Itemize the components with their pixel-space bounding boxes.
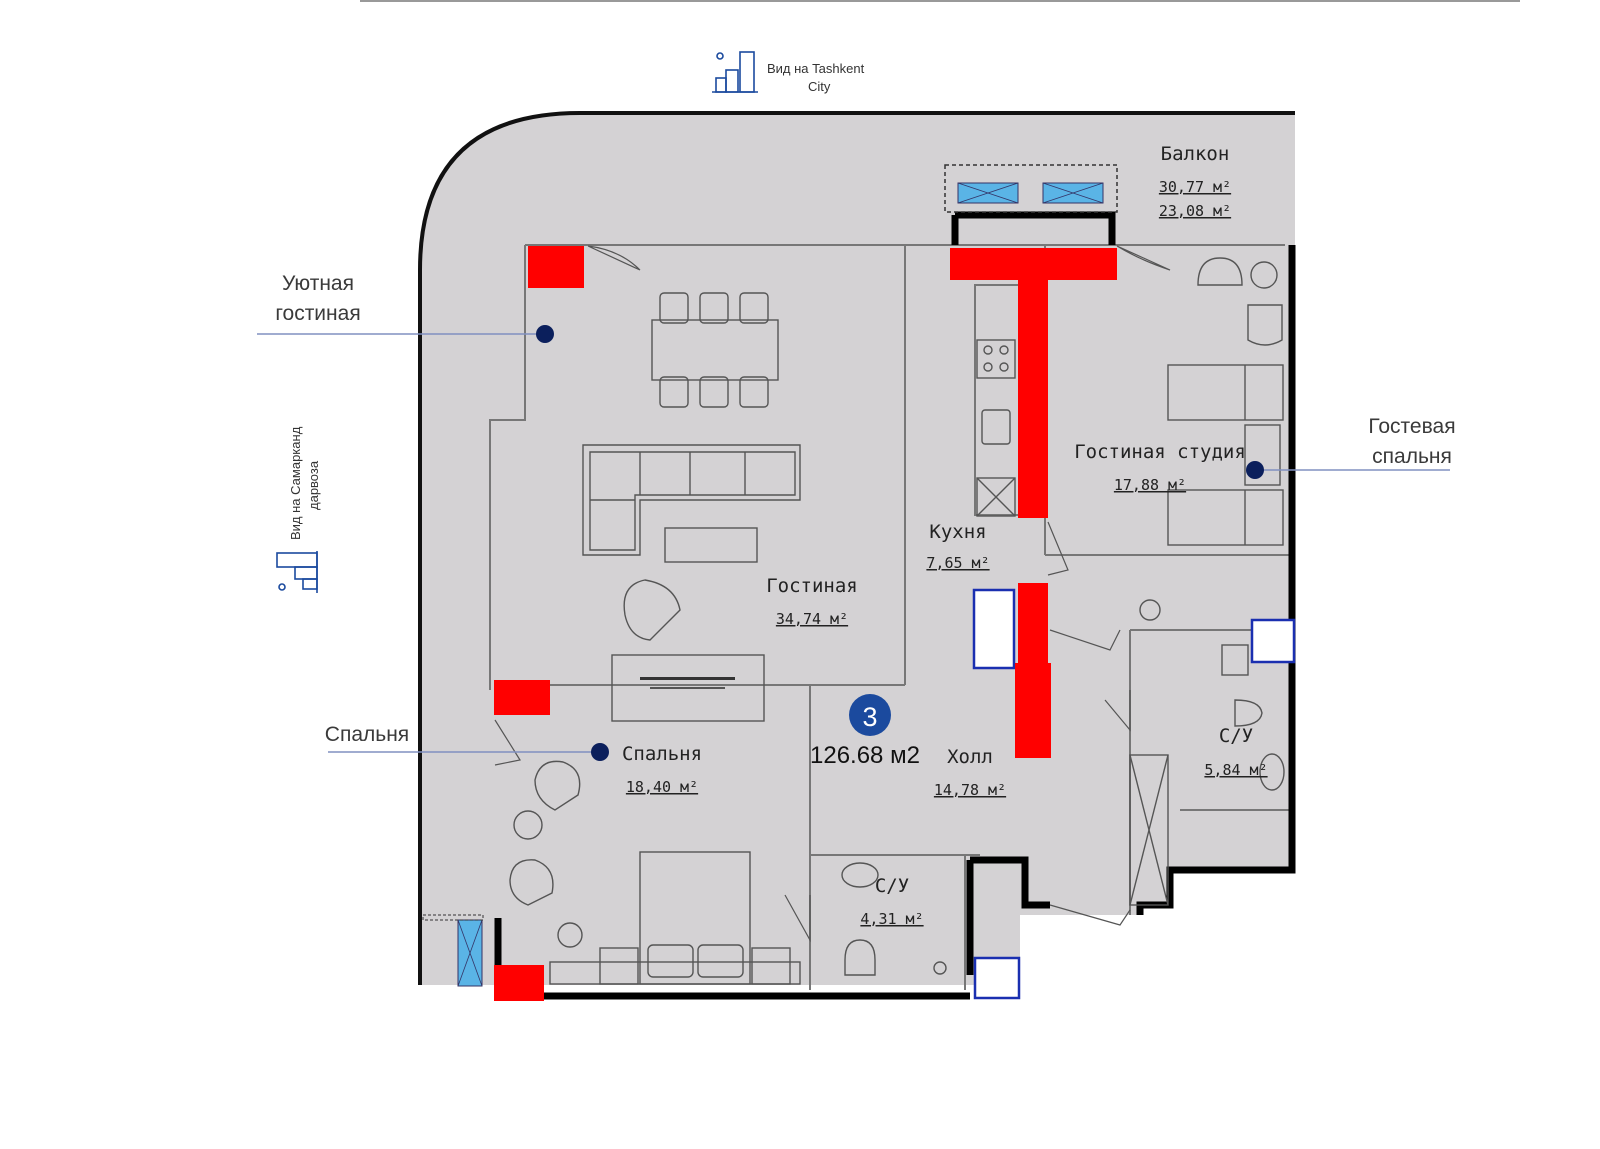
room-hall-name: Холл xyxy=(947,746,993,768)
door xyxy=(784,894,811,943)
side-table xyxy=(513,810,543,840)
doors xyxy=(494,245,1171,943)
room-studio-area: 17,88 м² xyxy=(1114,476,1186,494)
bath1-fixtures xyxy=(841,862,947,976)
stove xyxy=(976,339,1016,379)
armchair xyxy=(1197,257,1243,286)
bathtub xyxy=(1259,753,1285,791)
callout-bedroom: Спальня xyxy=(325,723,409,746)
top-view-line2: City xyxy=(808,79,831,94)
room-balcony-name: Балкон xyxy=(1161,143,1230,165)
guest-bed xyxy=(1167,364,1284,421)
callout-guest-bedroom-line1: Гостевая xyxy=(1368,415,1455,438)
marker-dot xyxy=(536,325,554,343)
room-bedroom-name: Спальня xyxy=(622,743,702,765)
exterior-walls xyxy=(494,211,1296,1000)
nightstand xyxy=(1244,424,1281,486)
room-hall-area: 14,78 м² xyxy=(934,781,1006,799)
door xyxy=(1049,904,1131,926)
total-area: 126.68 м2 xyxy=(810,742,920,769)
room-bath1-name: С/У xyxy=(875,875,909,897)
toilet xyxy=(844,939,876,976)
windows xyxy=(422,182,1104,987)
apartment-badge xyxy=(849,694,891,736)
sink xyxy=(981,409,1011,445)
side-table xyxy=(1250,261,1278,289)
fridge xyxy=(976,477,1016,517)
room-living-name: Гостиная xyxy=(766,575,858,597)
toilet xyxy=(1234,699,1263,727)
marker-dot xyxy=(591,743,609,761)
room-kitchen-area: 7,65 м² xyxy=(926,554,989,572)
room-balcony-area1: 30,77 м² xyxy=(1159,178,1231,196)
left-view-icon xyxy=(276,551,318,593)
room-studio-name: Гостиная студия xyxy=(1074,441,1246,463)
column xyxy=(950,248,1117,280)
left-view-line2: дарвоза xyxy=(306,460,321,510)
column xyxy=(1015,663,1051,758)
room-bath2-name: С/У xyxy=(1219,725,1253,747)
door xyxy=(1047,521,1069,576)
studio-furniture xyxy=(1167,257,1284,546)
floor-slab xyxy=(420,113,1295,985)
wardrobe xyxy=(1129,754,1169,906)
bath2-fixtures xyxy=(1129,599,1285,906)
room-balcony-area2: 23,08 м² xyxy=(1159,202,1231,220)
room-bath2-area: 5,84 м² xyxy=(1204,761,1267,779)
room-kitchen-name: Кухня xyxy=(929,521,986,543)
corner-sofa xyxy=(582,444,801,556)
armchair xyxy=(1247,304,1283,346)
armchair xyxy=(509,859,554,906)
top-view-line1: Вид на Tashkent xyxy=(767,61,865,76)
washbasin xyxy=(841,862,879,888)
washbasin xyxy=(1221,644,1249,676)
left-view-label: Вид на Самарканд дарвоза xyxy=(288,426,321,540)
marker-dot xyxy=(1246,461,1264,479)
dining-table xyxy=(651,319,779,381)
shaft xyxy=(973,956,1021,1000)
door xyxy=(494,719,521,766)
column xyxy=(1018,280,1048,518)
column xyxy=(1018,583,1048,663)
outer-edge xyxy=(418,111,1295,985)
fan-icon xyxy=(1139,599,1161,621)
door xyxy=(1049,629,1121,651)
coffee-table xyxy=(664,527,758,563)
bedroom-furniture xyxy=(509,760,801,985)
dining-set xyxy=(651,292,779,408)
room-bath1-area: 4,31 м² xyxy=(860,910,923,928)
armchair xyxy=(534,760,581,811)
armchair xyxy=(623,579,681,641)
column xyxy=(494,680,550,715)
balcony-railing xyxy=(944,164,1118,213)
room-living-area: 34,74 м² xyxy=(776,610,848,628)
tv xyxy=(640,677,735,680)
columns xyxy=(494,246,1117,1001)
door xyxy=(1104,690,1131,732)
kitchen-counter xyxy=(976,339,1016,517)
callout-cozy-living-line2: гостиная xyxy=(275,302,360,325)
callout-guest-bedroom-line2: спальня xyxy=(1372,445,1452,468)
markers xyxy=(536,325,1264,761)
column xyxy=(494,965,544,1001)
shaft xyxy=(1250,618,1296,664)
column xyxy=(528,246,584,288)
lamp xyxy=(557,922,583,948)
top-view-icon xyxy=(712,51,758,93)
apartment-number: 3 xyxy=(862,702,877,732)
shaft xyxy=(972,588,1016,670)
left-view-line1: Вид на Самарканд xyxy=(288,426,303,540)
callout-cozy-living-line1: Уютная xyxy=(282,272,354,295)
guest-bed xyxy=(1167,489,1284,546)
room-bedroom-area: 18,40 м² xyxy=(626,778,698,796)
door xyxy=(587,245,641,271)
shafts xyxy=(972,588,1296,1000)
door xyxy=(1116,245,1171,271)
tv-stand xyxy=(611,654,765,722)
shower-icon xyxy=(933,961,947,975)
callout-lines xyxy=(257,333,1450,753)
